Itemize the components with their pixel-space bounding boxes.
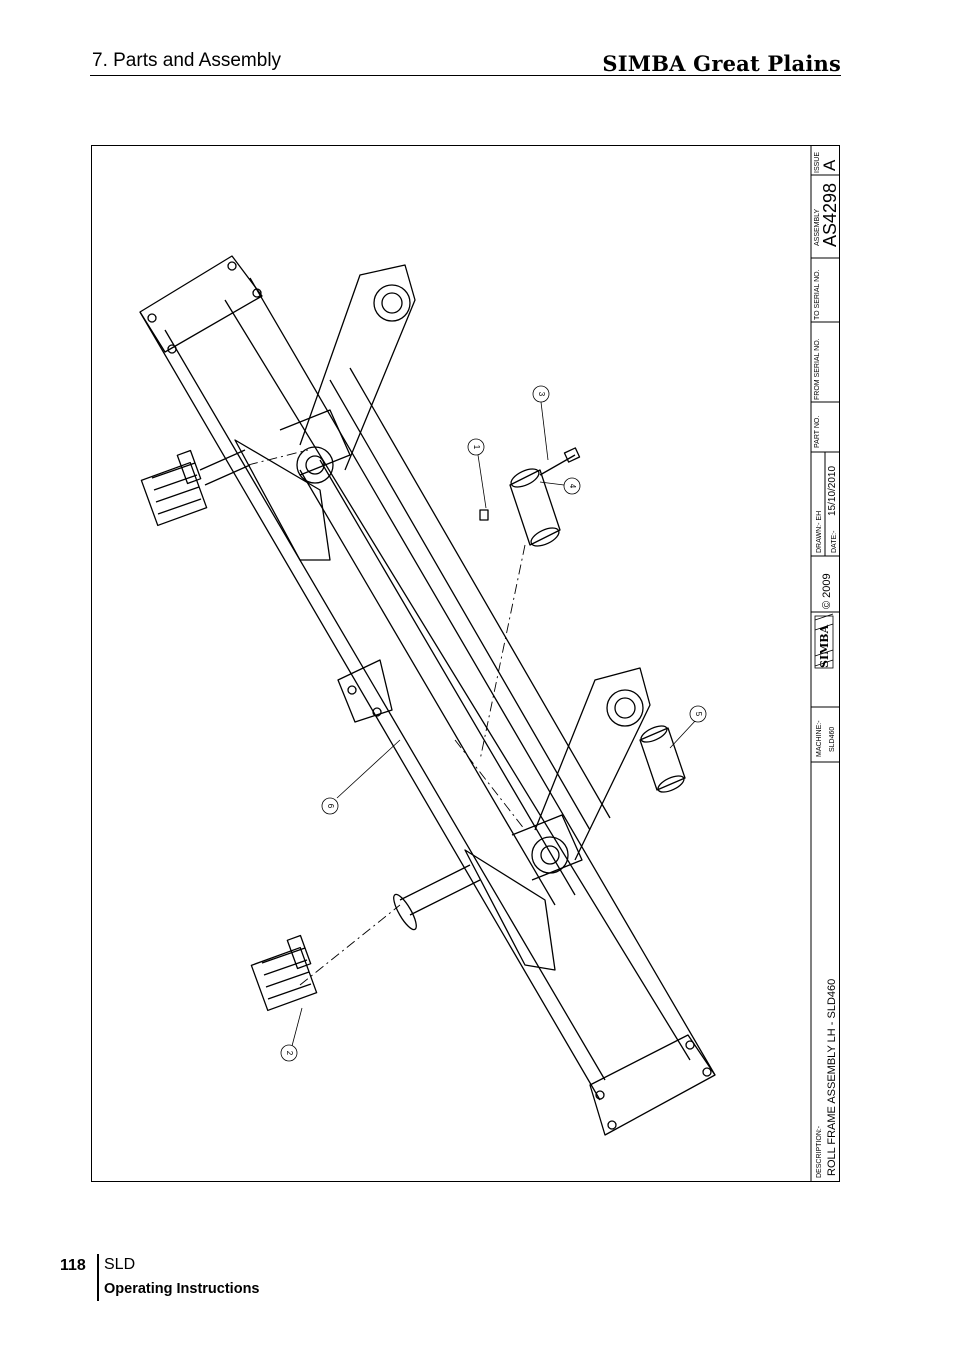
footer-subtitle: Operating Instructions (104, 1281, 260, 1297)
footer-divider (97, 1254, 99, 1301)
machine-label: MACHINE:- (816, 720, 823, 757)
section-title: 7. Parts and Assembly (92, 50, 282, 71)
part-no-label: PART NO. (814, 416, 821, 448)
roll-frame-illustration (139, 255, 716, 1136)
header-rule (90, 75, 841, 76)
callout-1: 1 (467, 438, 485, 456)
svg-text:1: 1 (472, 445, 481, 450)
svg-text:5: 5 (694, 712, 703, 717)
from-serial-label: FROM SERIAL NO. (814, 338, 821, 400)
assembly-value: AS4298 (820, 183, 840, 247)
footer-model: SLD (104, 1256, 136, 1273)
drawn-label: DRAWN:- EH (816, 511, 823, 553)
simba-logo-icon (814, 613, 834, 669)
svg-text:4: 4 (568, 484, 577, 489)
machine-value: SLD460 (829, 727, 836, 752)
simba-logo-small: SIMBA (818, 624, 831, 668)
callout-4: 4 (563, 477, 581, 495)
callout-2: 2 (280, 1044, 298, 1062)
callout-6: 6 (321, 797, 339, 815)
center-lines (247, 449, 526, 986)
copyright-text: © 2009 (821, 573, 833, 609)
issue-value: A (820, 159, 839, 171)
brand-logo: SIMBA Great Plains (602, 51, 841, 76)
leader-lines (291, 401, 697, 1047)
callout-3: 3 (532, 385, 550, 403)
svg-text:3: 3 (537, 392, 546, 397)
title-block (810, 146, 840, 1181)
page-number: 118 (60, 1257, 86, 1274)
issue-label: ISSUE (814, 152, 821, 173)
date-value: 15/10/2010 (827, 466, 838, 516)
svg-text:6: 6 (326, 804, 335, 809)
svg-text:2: 2 (285, 1051, 294, 1056)
to-serial-label: TO SERIAL NO. (814, 269, 821, 320)
description-label: DESCRIPTION:- (816, 1125, 823, 1178)
assembly-label: ASSEMBLY (814, 208, 821, 246)
description-value: ROLL FRAME ASSEMBLY LH - SLD460 (826, 979, 838, 1176)
drawing-frame (91, 145, 840, 1182)
date-label: DATE:- (831, 530, 838, 553)
callout-5: 5 (689, 705, 707, 723)
